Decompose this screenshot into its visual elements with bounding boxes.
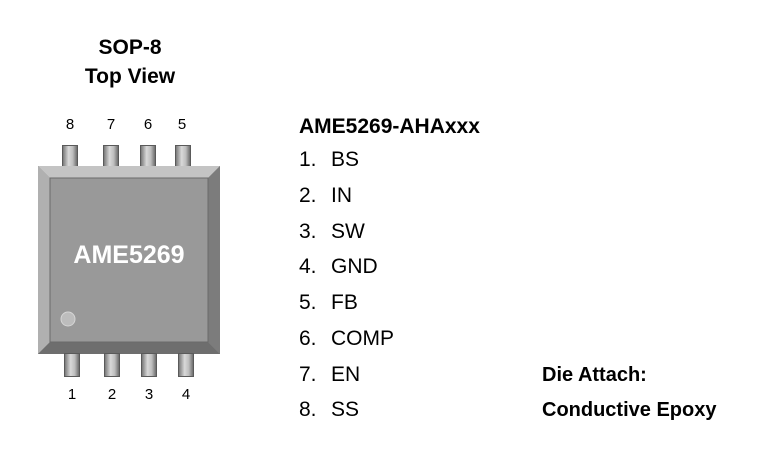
bottom-pin-number-3: 3 bbox=[144, 386, 154, 403]
pin-row-8: 8. SS bbox=[299, 396, 359, 424]
top-pin-number-5: 5 bbox=[177, 116, 187, 133]
top-pin-number-8: 8 bbox=[65, 116, 75, 133]
pin-row-number: 1. bbox=[299, 148, 317, 171]
chip-marking: AME5269 bbox=[73, 241, 185, 269]
pin-row-number: 3. bbox=[299, 220, 317, 243]
pin-row-name: BS bbox=[331, 148, 360, 171]
pin-row-name: FB bbox=[331, 291, 358, 314]
pin-row-name: COMP bbox=[331, 327, 394, 350]
pin-row-name: SW bbox=[331, 220, 365, 243]
top-pin-number-7: 7 bbox=[106, 116, 116, 133]
bottom-pin-number-2: 2 bbox=[107, 386, 117, 403]
lead-pin-4 bbox=[178, 353, 194, 377]
pin-row-7: 7. EN bbox=[299, 361, 360, 389]
pin-row-number: 2. bbox=[299, 184, 317, 207]
pin-row-number: 4. bbox=[299, 255, 317, 278]
package-view: Top View bbox=[84, 65, 176, 88]
pin-row-6: 6. COMP bbox=[299, 325, 394, 353]
pin-row-number: 5. bbox=[299, 291, 317, 314]
pin-row-number: 6. bbox=[299, 327, 317, 350]
bottom-pin-number-1: 1 bbox=[67, 386, 77, 403]
lead-pin-3 bbox=[141, 353, 157, 377]
pin-row-5: 5. FB bbox=[299, 289, 358, 317]
pin-row-name: IN bbox=[331, 184, 352, 207]
pin-row-name: EN bbox=[331, 363, 361, 386]
lead-pin-2 bbox=[104, 353, 120, 377]
pin-row-number: 8. bbox=[299, 398, 317, 421]
package-body bbox=[38, 166, 220, 354]
pin-row-3: 3. SW bbox=[299, 218, 365, 246]
pin-row-name: GND bbox=[331, 255, 378, 278]
pin-row-1: 1. BS bbox=[299, 146, 359, 174]
pin-row-2: 2. IN bbox=[299, 182, 352, 210]
die-attach-label: Die Attach: bbox=[542, 364, 647, 386]
pin-row-number: 7. bbox=[299, 363, 317, 386]
pinout-title: AME5269-AHAxxx bbox=[299, 115, 480, 138]
package-name: SOP-8 bbox=[98, 36, 162, 59]
pin-1-indicator-dot bbox=[60, 311, 76, 327]
die-attach-value: Conductive Epoxy bbox=[542, 399, 717, 421]
bottom-pin-number-4: 4 bbox=[181, 386, 191, 403]
top-pin-number-6: 6 bbox=[143, 116, 153, 133]
pin-row-name: SS bbox=[331, 398, 360, 421]
pin-row-4: 4. GND bbox=[299, 253, 378, 281]
lead-pin-1 bbox=[64, 353, 80, 377]
